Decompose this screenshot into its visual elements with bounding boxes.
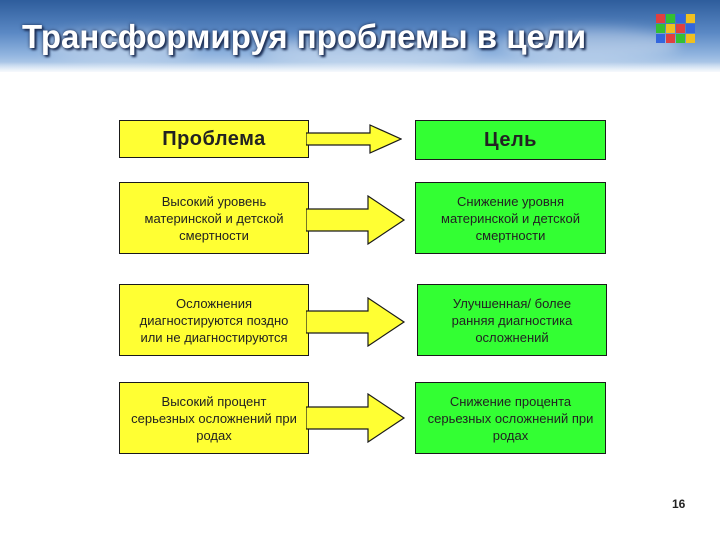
problem-box: Высокий процент серьезных осложнений при… [119,382,309,454]
slide-title: Трансформируя проблемы в цели [22,18,587,55]
header-banner: Трансформируя проблемы в цели [0,0,720,72]
problem-text: Высокий процент серьезных осложнений при… [131,393,297,443]
problem-text: Осложнения диагностируются поздно или не… [139,295,289,345]
goal-text: Снижение процента серьезных осложнений п… [427,393,594,443]
right-arrow-icon [306,195,406,245]
goal-text: Снижение уровня материнской и детской см… [441,193,580,243]
goal-header-label: Цель [484,128,537,151]
goal-box: Улучшенная/ более ранняя диагностика осл… [417,284,607,356]
right-arrow-icon [306,124,402,154]
goal-box: Снижение процента серьезных осложнений п… [415,382,606,454]
goal-text: Улучшенная/ более ранняя диагностика осл… [451,295,573,345]
problem-box: Высокий уровень материнской и детской см… [119,182,309,254]
page-number: 16 [672,497,686,511]
right-arrow-icon [306,393,406,443]
right-arrow-icon [306,297,406,347]
problem-box: Осложнения диагностируются поздно или не… [119,284,309,356]
problem-header-box: Проблема [119,120,309,158]
goal-header-box: Цель [415,120,606,160]
goal-box: Снижение уровня материнской и детской см… [415,182,606,254]
problem-text: Высокий уровень материнской и детской см… [144,193,284,243]
problem-header-label: Проблема [162,127,266,150]
color-grid-logo [656,14,696,50]
